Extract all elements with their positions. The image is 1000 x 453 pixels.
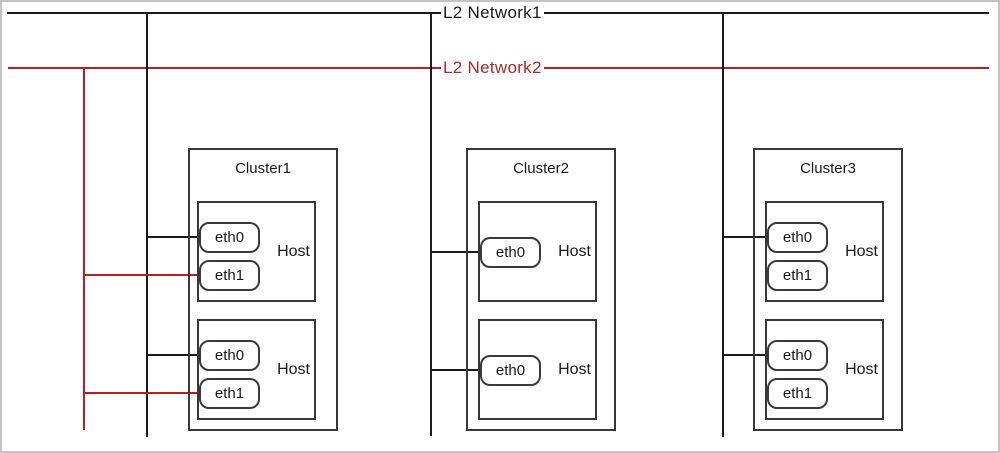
cluster3-host1-eth0-interface: eth0	[767, 222, 828, 253]
l2-network1-label: L2 Network1	[441, 3, 544, 22]
network2-trunk-line	[83, 67, 85, 430]
cluster3-box: Cluster3 eth0 eth1 Host eth0 eth1 Host	[753, 148, 903, 431]
cluster2-host1-eth0-link	[430, 251, 482, 253]
cluster2-box: Cluster2 eth0 Host eth0 Host	[466, 148, 616, 431]
cluster1-host2-eth1-interface: eth1	[199, 378, 260, 409]
cluster3-host1-box: eth0 eth1 Host	[765, 201, 884, 302]
cluster2-host1-eth0-interface: eth0	[480, 237, 541, 268]
cluster2-host1-box: eth0 Host	[478, 201, 597, 302]
cluster1-trunk-line	[146, 12, 148, 437]
cluster2-host2-eth0-link	[430, 369, 482, 371]
cluster2-label: Cluster2	[513, 160, 569, 177]
cluster2-host2-box: eth0 Host	[478, 319, 597, 420]
cluster3-host2-eth0-link	[722, 354, 769, 356]
cluster3-host2-eth1-interface: eth1	[767, 378, 828, 409]
cluster2-host2-label: Host	[558, 360, 591, 378]
cluster2-host2-eth0-interface: eth0	[480, 355, 541, 386]
cluster3-host2-box: eth0 eth1 Host	[765, 319, 884, 420]
cluster1-host1-eth0-interface: eth0	[199, 222, 260, 253]
cluster2-host1-label: Host	[558, 242, 591, 260]
cluster1-host1-eth1-interface: eth1	[199, 260, 260, 291]
cluster1-host1-eth0-link	[146, 236, 201, 238]
cluster2-trunk-line	[430, 12, 432, 436]
cluster1-host1-box: eth0 eth1 Host	[197, 201, 316, 302]
cluster3-host1-eth0-link	[722, 236, 769, 238]
cluster1-host2-eth0-interface: eth0	[199, 340, 260, 371]
cluster3-label: Cluster3	[800, 160, 856, 177]
cluster3-trunk-line	[722, 12, 724, 437]
cluster1-host1-eth1-link	[83, 274, 201, 276]
cluster1-host2-eth0-link	[146, 354, 201, 356]
cluster1-host1-label: Host	[277, 242, 310, 260]
cluster1-box: Cluster1 eth0 eth1 Host eth0 eth1 Host	[188, 148, 338, 431]
cluster3-host1-eth1-interface: eth1	[767, 260, 828, 291]
cluster1-label: Cluster1	[235, 160, 291, 177]
cluster1-host2-eth1-link	[83, 392, 201, 394]
cluster3-host2-label: Host	[845, 360, 878, 378]
l2-network2-label: L2 Network2	[441, 58, 544, 77]
cluster3-host2-eth0-interface: eth0	[767, 340, 828, 371]
cluster3-host1-label: Host	[845, 242, 878, 260]
cluster1-host2-box: eth0 eth1 Host	[197, 319, 316, 420]
cluster1-host2-label: Host	[277, 360, 310, 378]
